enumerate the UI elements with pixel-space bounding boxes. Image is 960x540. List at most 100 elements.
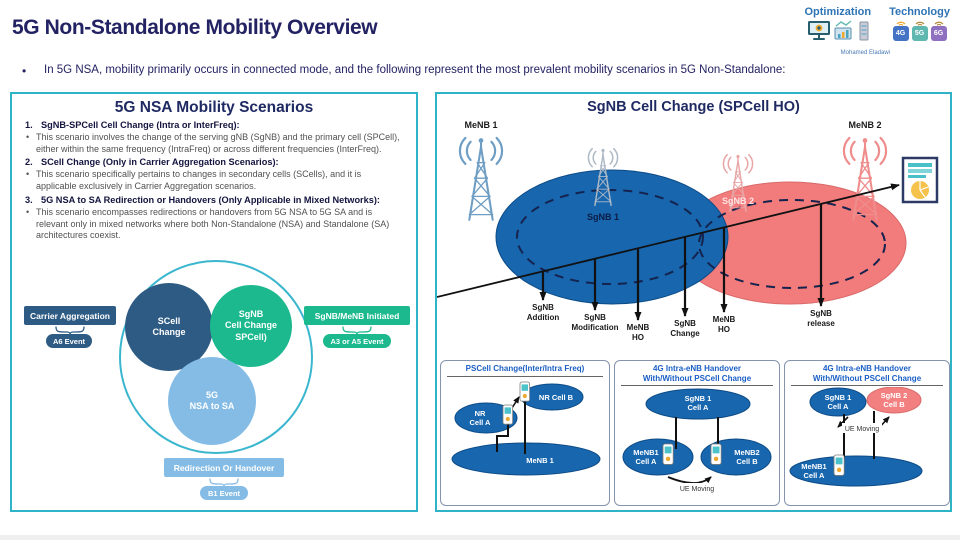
ue-moving-arrow xyxy=(667,476,712,485)
tower-menb1-icon xyxy=(458,136,504,221)
subpanel-handover-menb: 4G Intra-eNB Handover With/Without PSCel… xyxy=(614,360,780,506)
scenario-heading-text: SgNB-SPCell Cell Change (Intra or InterF… xyxy=(41,120,240,130)
nr-cell-b-label: NR Cell B xyxy=(539,393,574,402)
left-panel: 5G NSA Mobility Scenarios 1. SgNB-SPCell… xyxy=(10,92,418,512)
badge-5g-label: 5G xyxy=(911,26,928,41)
event-label: SgNB xyxy=(674,319,696,328)
tag-carrier-aggregation: Carrier Aggregation xyxy=(24,306,116,325)
wifi-icon xyxy=(934,21,943,26)
venn-sgnb-line1: SgNB xyxy=(238,309,264,320)
venn-nsa-line2: NSA to SA xyxy=(189,401,235,411)
ue-moving-label: UE Moving xyxy=(680,486,714,493)
event-label: SgNB xyxy=(532,303,554,312)
coverage-sgnb1 xyxy=(495,169,729,305)
subpanel-title: 4G Intra-eNB Handover With/Without PSCel… xyxy=(621,361,773,387)
subpanel-title-line2: With/Without PSCell Change xyxy=(642,373,752,383)
ue-moving-bg xyxy=(676,483,718,494)
sgnb2-label: Cell B xyxy=(883,400,905,409)
event-label: Modification xyxy=(571,323,618,332)
scenario-list: 1. SgNB-SPCell Cell Change (Intra or Int… xyxy=(12,120,416,242)
subpanel-title: 4G Intra-eNB Handover With/Without PSCel… xyxy=(791,361,943,387)
badge-5g: 5G xyxy=(911,19,928,41)
scenario-number: 2. xyxy=(25,157,33,168)
scenario-body-3: This scenario encompasses redirections o… xyxy=(25,207,403,242)
subpanel-title-line2: With/Without PSCell Change xyxy=(812,373,922,383)
venn-outer-circle xyxy=(119,260,313,454)
phone-icon xyxy=(502,404,513,425)
intro-bullet: In 5G NSA, mobility primarily occurs in … xyxy=(22,64,944,78)
wifi-icon xyxy=(896,21,905,26)
technology-label: Technology xyxy=(889,6,950,18)
phone-icon xyxy=(662,443,674,466)
monitor-icon xyxy=(807,21,830,40)
venn-scell-line1: SCell xyxy=(157,315,181,326)
label-menb1: MeNB 1 xyxy=(464,120,497,130)
nr-cell-a-label: NR xyxy=(475,409,486,418)
ue-trajectory-arrow xyxy=(437,183,900,298)
pscell-change-diagram: NR Cell A NR Cell B MeNB 1 xyxy=(451,381,601,476)
label-menb2: MeNB 2 xyxy=(848,120,881,130)
event-label: SgNB xyxy=(584,313,606,322)
event-label: MeNB xyxy=(713,315,736,324)
tag-redirection-handover: Redirection Or Handover xyxy=(164,458,284,477)
pill-b1-event: B1 Event xyxy=(200,486,248,500)
scenario-heading-text: 5G NSA to SA Redirection or Handovers (O… xyxy=(41,194,380,205)
venn-sgnb-line3: SPCell) xyxy=(235,331,267,342)
phone-icon xyxy=(710,443,722,466)
brand-logos: Optimization xyxy=(804,6,950,42)
event-label: Addition xyxy=(527,313,560,322)
ue-moving-bg xyxy=(842,423,882,434)
venn-circle-sgnb: SgNB Cell Change SPCell) xyxy=(210,285,292,367)
ellipse-menb1-cell-a xyxy=(622,438,694,476)
scenario-heading-1: 1. SgNB-SPCell Cell Change (Intra or Int… xyxy=(25,120,403,131)
subpanel-title: PSCell Change(Inter/Intra Freq) xyxy=(447,361,603,377)
scenario-heading-3: 3. 5G NSA to SA Redirection or Handovers… xyxy=(25,195,403,206)
subpanel-title-line1: 4G Intra-eNB Handover xyxy=(652,364,742,373)
scenario-number: 3. xyxy=(25,194,33,205)
server-icon xyxy=(859,21,869,41)
scenario-heading-2: 2. SCell Change (Only in Carrier Aggrega… xyxy=(25,157,403,168)
event-label: HO xyxy=(718,325,730,334)
pscell-change-arrow xyxy=(511,395,520,409)
ellipse-sgnb1-cell-a xyxy=(645,388,751,420)
menb2-label: Cell B xyxy=(736,457,758,466)
badge-6g-label: 6G xyxy=(930,26,947,41)
wifi-icon xyxy=(915,21,924,26)
subpanel-title-line1: 4G Intra-eNB Handover xyxy=(822,364,912,373)
ue-moving-label: UE Moving xyxy=(845,426,879,433)
right-panel: SgNB Cell Change (SPCell HO) xyxy=(435,92,952,512)
dashed-coverage-sgnb1 xyxy=(516,189,704,285)
badge-4g-label: 4G xyxy=(892,26,909,41)
venn-circle-nsa: 5G NSA to SA xyxy=(168,357,256,445)
link-line xyxy=(496,423,509,452)
event-label: HO xyxy=(632,333,644,342)
sgnb2-label: SgNB 2 xyxy=(881,391,908,400)
ue-moving-arrow-left xyxy=(837,416,849,428)
badge-6g: 6G xyxy=(930,19,947,41)
event-label: Change xyxy=(670,329,700,338)
ellipse-sgnb2-cell-b xyxy=(866,387,922,414)
scenario-number: 1. xyxy=(25,120,33,130)
badge-4g: 4G xyxy=(892,19,909,41)
report-icon xyxy=(901,156,939,204)
technology-logo: Technology 4G 5G xyxy=(889,6,950,42)
venn-scell-line2: Change xyxy=(152,327,186,337)
pill-a6-event: A6 Event xyxy=(46,334,92,348)
scenario-heading-text: SCell Change (Only in Carrier Aggregatio… xyxy=(41,157,279,168)
tag-sgnb-menb-initiated: SgNB/MeNB Initiated xyxy=(304,306,410,325)
phone-icon xyxy=(833,454,845,477)
menb1-label: MeNB1 xyxy=(633,448,658,457)
menb1-label: Cell A xyxy=(636,457,658,466)
menb-handover-diagram: UE Moving SgNB 1 Cell A MeNB1 Cell A MeN… xyxy=(622,388,772,494)
nr-cell-a-label: Cell A xyxy=(470,418,492,427)
venn-circle-scell: SCell Change xyxy=(125,283,213,371)
menb1-label: MeNB 1 xyxy=(526,456,554,465)
event-arrows xyxy=(539,204,825,321)
sgnb1-label: SgNB 1 xyxy=(685,394,712,403)
analytics-icon xyxy=(834,20,852,40)
sgnb1-label: Cell A xyxy=(688,403,710,412)
page-title: 5G Non-Standalone Mobility Overview xyxy=(12,16,378,39)
label-sgnb1: SgNB 1 xyxy=(587,212,619,222)
sgnb-handover-diagram: UE Moving SgNB 1 Cell A SgNB 2 Cell B Me… xyxy=(789,387,923,487)
